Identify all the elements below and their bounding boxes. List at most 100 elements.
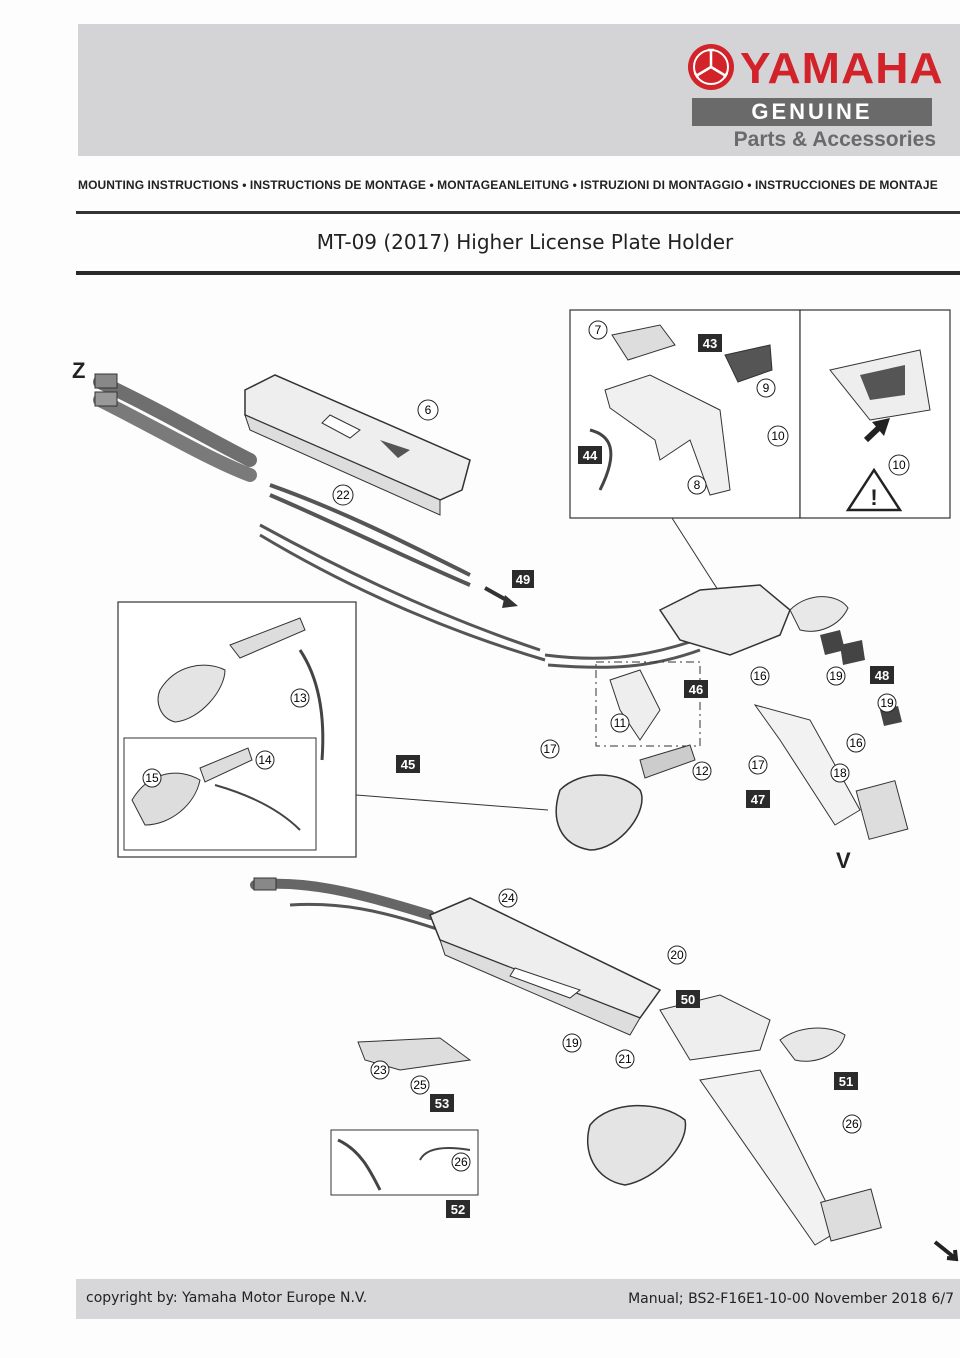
svg-text:20: 20	[670, 948, 684, 962]
svg-text:7: 7	[595, 323, 602, 337]
svg-text:53: 53	[435, 1096, 449, 1111]
svg-text:26: 26	[454, 1155, 468, 1169]
svg-text:24: 24	[501, 891, 515, 905]
step-53: 53	[430, 1094, 454, 1112]
svg-text:45: 45	[401, 757, 415, 772]
step-51: 51	[834, 1072, 858, 1090]
step-49: 49	[484, 570, 534, 608]
svg-text:10: 10	[892, 458, 906, 472]
detail-bracket	[589, 324, 773, 496]
footer-band: copyright by: Yamaha Motor Europe N.V. M…	[76, 1279, 960, 1319]
callout-16: 16	[750, 666, 770, 686]
callout-9: 9	[756, 378, 776, 398]
copyright-text: copyright by: Yamaha Motor Europe N.V.	[86, 1290, 368, 1306]
svg-text:49: 49	[516, 572, 530, 587]
callout-20: 20	[667, 945, 687, 965]
warning-detail: !	[829, 349, 931, 512]
svg-text:6: 6	[425, 403, 432, 417]
callout-25: 25	[410, 1075, 430, 1095]
svg-text:16: 16	[753, 669, 767, 683]
callout-12: 12	[692, 761, 712, 781]
svg-text:22: 22	[336, 488, 350, 502]
yamaha-logo: YAMAHA GENUINE Parts & Accessories	[686, 42, 946, 152]
svg-text:11: 11	[614, 716, 627, 730]
assembly-diagram: Z 6 22 49	[72, 309, 959, 1262]
callout-19b: 19	[877, 693, 897, 713]
svg-text:15: 15	[145, 771, 159, 785]
step-50: 50	[676, 990, 700, 1008]
step-44: 44	[578, 446, 602, 464]
page-title: MT-09 (2017) Higher License Plate Holder	[316, 230, 734, 254]
svg-text:52: 52	[451, 1202, 465, 1217]
callout-22: 22	[332, 484, 354, 506]
header-band: YAMAHA GENUINE Parts & Accessories	[78, 24, 960, 156]
svg-text:16: 16	[849, 736, 863, 750]
svg-text:46: 46	[689, 682, 703, 697]
leader-line	[671, 517, 719, 591]
callout-17: 17	[748, 755, 768, 775]
callout-19a: 19	[826, 666, 846, 686]
instructions-line: MOUNTING INSTRUCTIONS • INSTRUCTIONS DE …	[78, 178, 938, 192]
svg-text:19: 19	[565, 1036, 579, 1050]
svg-text:25: 25	[413, 1078, 427, 1092]
connector-end	[94, 391, 118, 407]
callout-16b: 16	[846, 733, 866, 753]
svg-text:18: 18	[833, 766, 847, 780]
callout-6: 6	[417, 399, 439, 421]
svg-text:23: 23	[373, 1063, 387, 1077]
callout-17b: 17	[540, 739, 560, 759]
svg-text:!: !	[870, 485, 877, 510]
brand-tagline: Parts & Accessories	[733, 128, 936, 151]
rule-divider	[76, 211, 960, 214]
callout-10b: 10	[888, 454, 910, 476]
svg-text:21: 21	[618, 1052, 632, 1066]
svg-text:47: 47	[751, 792, 765, 807]
cover-plate	[357, 1037, 472, 1071]
svg-text:8: 8	[694, 478, 701, 492]
lower-assembly	[250, 877, 882, 1246]
connector-end	[94, 373, 118, 389]
svg-text:10: 10	[771, 429, 785, 443]
svg-text:50: 50	[681, 992, 695, 1007]
svg-text:48: 48	[875, 668, 889, 683]
svg-text:13: 13	[293, 691, 307, 705]
callout-26b: 26	[451, 1152, 471, 1172]
step-52: 52	[446, 1200, 470, 1218]
next-page-arrow-icon	[933, 1240, 959, 1262]
step-43: 43	[698, 334, 722, 352]
step-48: 48	[870, 666, 894, 684]
callout-18: 18	[830, 763, 850, 783]
step-45: 45	[355, 755, 549, 811]
manual-reference: Manual; BS2-F16E1-10-00 November 2018 6/…	[628, 1291, 954, 1307]
svg-text:9: 9	[763, 381, 770, 395]
svg-text:51: 51	[839, 1074, 853, 1089]
svg-text:17: 17	[751, 758, 765, 772]
letter-v: V	[836, 848, 851, 873]
callout-21: 21	[615, 1049, 635, 1069]
tuning-fork-emblem-icon	[688, 44, 734, 90]
step-46: 46	[684, 680, 708, 698]
callout-15: 15	[142, 768, 162, 788]
callout-10: 10	[767, 425, 789, 447]
indicator-lamp	[555, 774, 643, 851]
svg-text:V: V	[836, 848, 851, 873]
brand-name: YAMAHA	[740, 43, 944, 93]
callout-24: 24	[498, 888, 518, 908]
dashed-detail-46	[595, 661, 701, 747]
letter-z: Z	[72, 358, 85, 383]
svg-text:44: 44	[583, 448, 598, 463]
callout-8: 8	[687, 475, 707, 495]
tail-assembly	[658, 584, 909, 840]
bracket-part	[244, 374, 471, 516]
svg-text:19: 19	[829, 669, 843, 683]
callout-7: 7	[588, 320, 608, 340]
callout-19c: 19	[562, 1033, 582, 1053]
callout-13: 13	[290, 688, 310, 708]
brand-genuine: GENUINE	[692, 98, 932, 126]
callout-23: 23	[370, 1060, 390, 1080]
wire-harness	[93, 375, 701, 669]
callout-14: 14	[255, 750, 275, 770]
svg-text:17: 17	[543, 742, 557, 756]
svg-text:12: 12	[695, 764, 709, 778]
svg-text:14: 14	[258, 753, 272, 767]
